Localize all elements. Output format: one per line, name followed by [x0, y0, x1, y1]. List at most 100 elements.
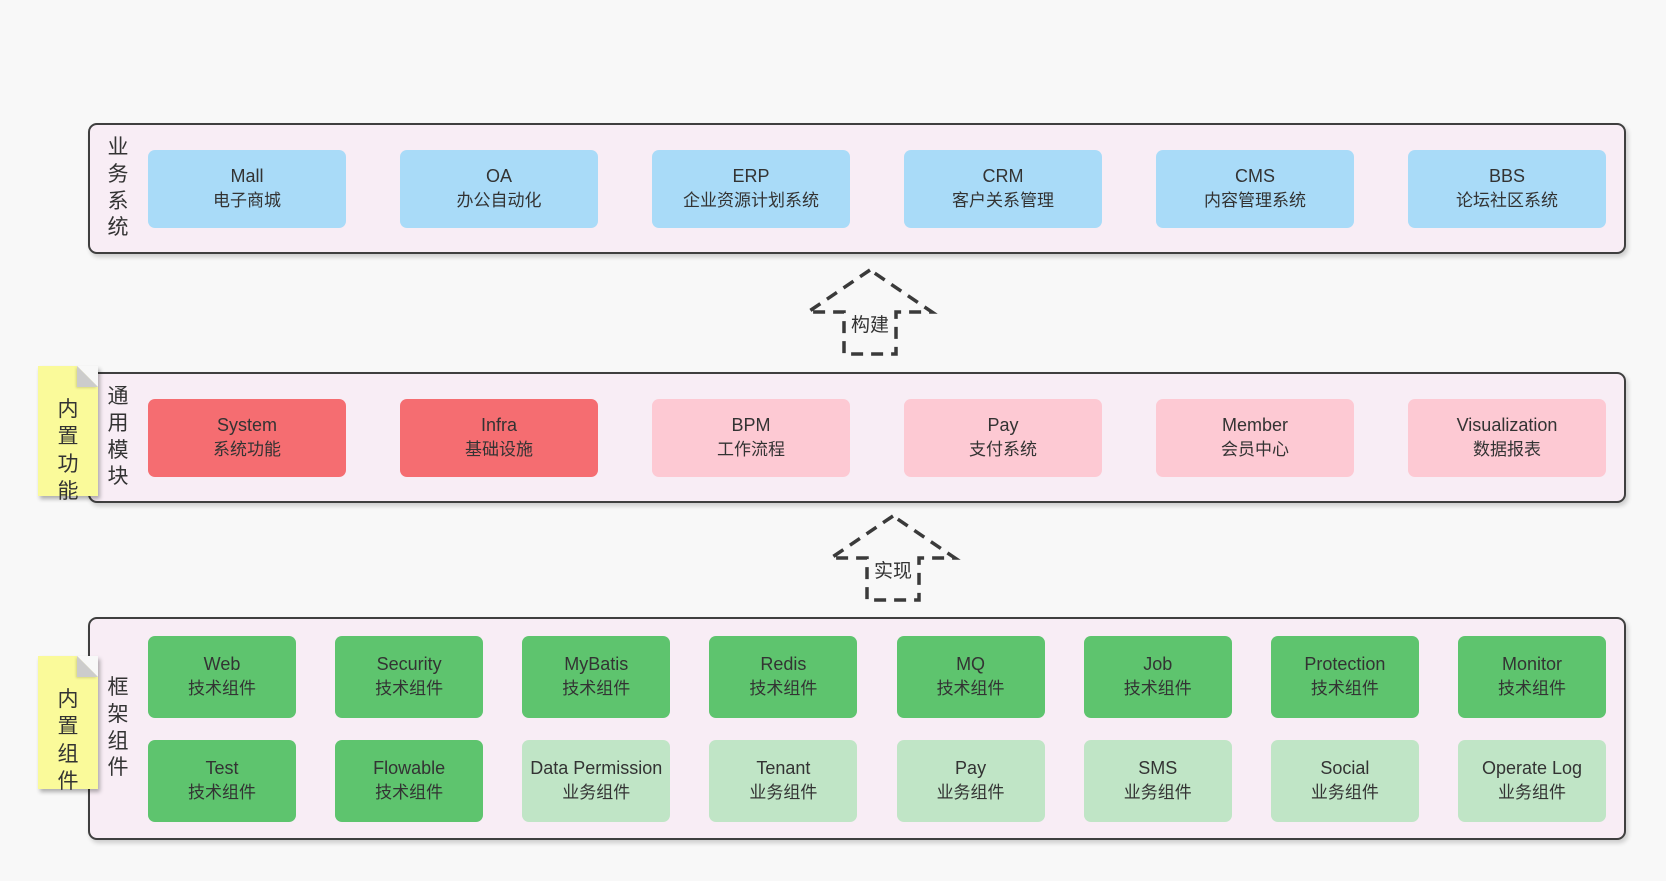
box-title: Mall [230, 165, 264, 186]
operate-log-box: Operate Log 业务组件 [1457, 739, 1606, 822]
security-box: Security 技术组件 [335, 635, 484, 718]
box-subtitle: 内容管理系统 [1204, 191, 1306, 211]
visualization-box: Visualization 数据报表 [1408, 398, 1606, 477]
box-title: Data Permission [530, 757, 663, 778]
data-permission-box: Data Permission 业务组件 [522, 739, 671, 822]
box-title: MyBatis [564, 653, 629, 674]
note-text: 内置功能 [57, 398, 79, 503]
box-subtitle: 办公自动化 [456, 191, 542, 211]
pay-box: Pay 支付系统 [904, 398, 1102, 477]
implement-arrow-label: 实现 [873, 561, 912, 582]
box-subtitle: 业务组件 [1310, 783, 1379, 803]
box-title: Redis [760, 653, 807, 674]
up-arrow-icon [802, 267, 938, 356]
box-title: Flowable [373, 757, 446, 778]
box-subtitle: 基础设施 [465, 440, 533, 460]
box-subtitle: 技术组件 [375, 783, 444, 803]
box-subtitle: 技术组件 [562, 679, 631, 699]
box-title: Infra [480, 414, 518, 435]
mybatis-box: MyBatis 技术组件 [522, 635, 671, 718]
box-subtitle: 论坛社区系统 [1456, 191, 1558, 211]
note-fold-icon [77, 656, 98, 677]
box-subtitle: 客户关系管理 [952, 191, 1054, 211]
pay-box: Pay 业务组件 [896, 739, 1045, 822]
box-title: Pay [987, 414, 1019, 435]
box-title: Visualization [1456, 414, 1558, 435]
box-subtitle: 企业资源计划系统 [683, 191, 819, 211]
infra-box: Infra 基础设施 [400, 398, 598, 477]
box-title: System [216, 414, 277, 435]
box-subtitle: 工作流程 [717, 440, 785, 460]
flowable-box: Flowable 技术组件 [335, 739, 484, 822]
box-subtitle: 数据报表 [1473, 440, 1541, 460]
built-in-features-note: 内置功能 [38, 366, 98, 503]
redis-box: Redis 技术组件 [709, 635, 858, 718]
cms-box: CMS 内容管理系统 [1156, 149, 1354, 228]
common-modules-label: 通用模块 [107, 384, 129, 489]
box-title: Web [203, 653, 241, 674]
box-subtitle: 技术组件 [188, 679, 256, 699]
box-title: Social [1320, 757, 1370, 778]
social-box: Social 业务组件 [1270, 739, 1419, 822]
tenant-box: Tenant 业务组件 [709, 739, 858, 822]
box-subtitle: 业务组件 [1497, 783, 1566, 803]
protection-box: Protection 技术组件 [1270, 635, 1419, 718]
box-subtitle: 技术组件 [936, 679, 1005, 699]
box-title: CRM [982, 165, 1024, 186]
box-title: BPM [731, 414, 771, 435]
box-subtitle: 技术组件 [1310, 679, 1379, 699]
member-box: Member 会员中心 [1156, 398, 1354, 477]
box-subtitle: 会员中心 [1221, 440, 1289, 460]
crm-box: CRM 客户关系管理 [904, 149, 1102, 228]
common-modules-band: 通用模块 System 系统功能 Infra 基础设施 BPM 工作流程 Pay 支付系统 Me… [88, 372, 1626, 503]
box-subtitle: 技术组件 [749, 679, 818, 699]
box-title: BBS [1488, 165, 1526, 186]
box-subtitle: 技术组件 [1123, 679, 1192, 699]
build-arrow-label: 构建 [850, 315, 889, 336]
box-subtitle: 技术组件 [188, 783, 256, 803]
box-title: Pay [955, 757, 987, 778]
job-box: Job 技术组件 [1083, 635, 1232, 718]
box-title: Protection [1304, 653, 1386, 674]
web-box: Web 技术组件 [148, 635, 296, 718]
box-title: OA [485, 165, 512, 186]
box-subtitle: 业务组件 [1123, 783, 1192, 803]
box-subtitle: 支付系统 [969, 440, 1037, 460]
box-subtitle: 电子商城 [213, 191, 281, 211]
box-title: CMS [1235, 165, 1275, 186]
implement-arrow-icon: 实现 [823, 512, 963, 604]
box-title: Test [205, 757, 239, 778]
system-box: System 系统功能 [148, 398, 346, 477]
box-subtitle: 业务组件 [562, 783, 631, 803]
box-title: Security [376, 653, 442, 674]
business-systems-label: 业务系统 [107, 135, 129, 240]
bpm-box: BPM 工作流程 [652, 398, 850, 477]
box-subtitle: 业务组件 [749, 783, 818, 803]
note-text: 内置组件 [57, 688, 79, 793]
bbs-box: BBS 论坛社区系统 [1408, 149, 1606, 228]
build-arrow-icon: 构建 [800, 266, 940, 358]
box-title: Tenant [756, 757, 811, 778]
mall-box: Mall 电子商城 [148, 149, 346, 228]
built-in-components-note: 内置组件 [38, 656, 98, 793]
box-subtitle: 系统功能 [213, 440, 281, 460]
box-title: Operate Log [1481, 757, 1583, 778]
box-subtitle: 技术组件 [1497, 679, 1566, 699]
box-subtitle: 技术组件 [375, 679, 444, 699]
box-subtitle: 业务组件 [936, 783, 1005, 803]
test-box: Test 技术组件 [148, 739, 296, 822]
box-title: Member [1221, 414, 1288, 435]
up-arrow-icon [825, 513, 961, 602]
box-title: Job [1143, 653, 1173, 674]
